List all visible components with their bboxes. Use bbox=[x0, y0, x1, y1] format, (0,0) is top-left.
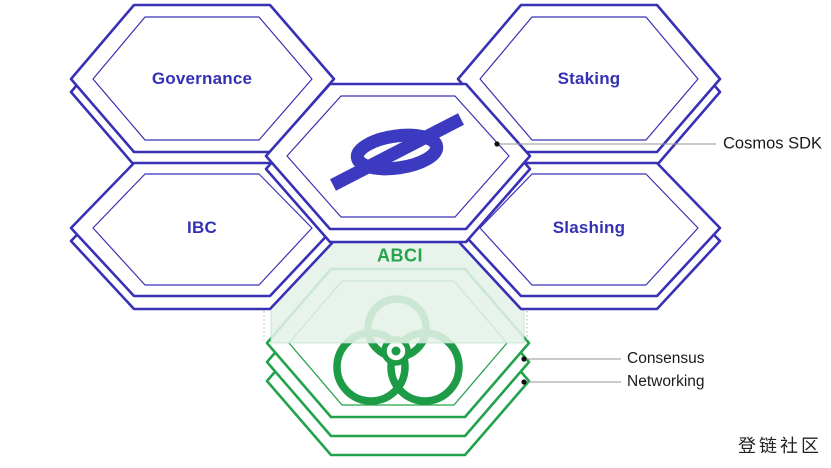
cosmos-logo-icon bbox=[330, 113, 464, 191]
callout-dot-networking bbox=[521, 379, 527, 385]
hexagon-face bbox=[456, 3, 722, 154]
networking-callout-label: Networking bbox=[627, 373, 705, 390]
ibc-label: IBC bbox=[187, 218, 217, 237]
cosmos-logo-slash bbox=[330, 113, 464, 191]
governance-label: Governance bbox=[151, 69, 253, 88]
cosmos-sdk-hexagons bbox=[69, 3, 722, 311]
hexagon-inner-outline bbox=[286, 95, 510, 218]
callout-dot-consensus bbox=[521, 356, 527, 362]
callout-dots bbox=[494, 141, 527, 385]
staking-label: Staking bbox=[557, 69, 621, 88]
cosmos-logo-ring bbox=[350, 128, 444, 176]
watermark-text: 登链社区 bbox=[738, 436, 822, 457]
consensus-callout-label: Consensus bbox=[627, 350, 705, 367]
knot-eye-dot bbox=[391, 346, 401, 356]
slashing-label: Slashing bbox=[552, 218, 626, 237]
abci-label: ABCI bbox=[377, 245, 423, 266]
hexagon-governance bbox=[69, 3, 336, 167]
callout-lines bbox=[497, 143, 716, 383]
hexagon-inner-outline bbox=[479, 16, 699, 141]
hexagon-inner-outline bbox=[92, 16, 313, 141]
hexagon-inner-outline bbox=[92, 173, 313, 286]
cosmos-sdk-callout-label: Cosmos SDK bbox=[723, 134, 823, 153]
hexagon-staking bbox=[456, 3, 722, 167]
callout-dot-cosmos-sdk bbox=[494, 141, 500, 147]
